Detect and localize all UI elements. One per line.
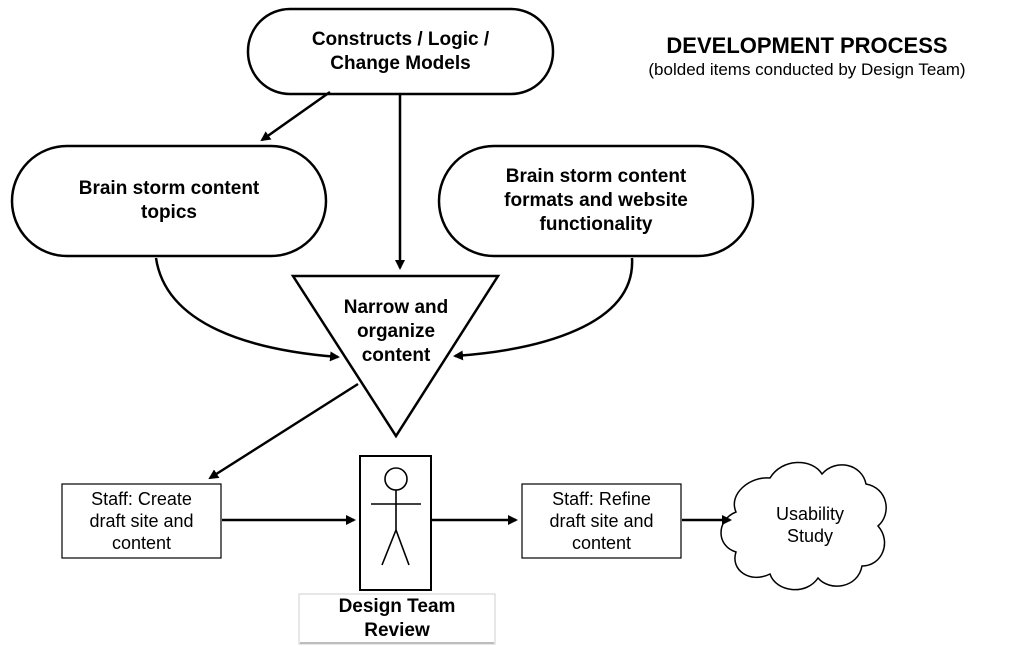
narrow-label: Narrow and organize content <box>343 297 449 366</box>
arrow-topics-to-narrow <box>154 257 340 362</box>
arrow-constructs-to-topics <box>260 90 331 142</box>
title-main: DEVELOPMENT PROCESS <box>666 33 948 58</box>
staff-refine-label: Staff: Refine draft site and content <box>549 489 654 553</box>
staff-refine-box <box>521 483 682 559</box>
person-icon <box>371 467 421 566</box>
staff-create-label: Staff: Create draft site and content <box>89 489 194 553</box>
topics-label: Brain storm content topics <box>78 178 260 223</box>
formats-node <box>437 144 755 258</box>
formats-label: Brain storm content formats and website … <box>504 166 688 235</box>
usability-label: Usability Study <box>775 504 845 546</box>
topics-node <box>10 144 328 258</box>
title-subtitle: (bolded items conducted by Design Team) <box>648 60 966 79</box>
design-review-label: Design Team Review <box>338 596 456 641</box>
usability-cloud <box>720 461 887 591</box>
arrow-formats-to-narrow <box>453 257 634 361</box>
constructs-label: Constructs / Logic / Change Models <box>311 28 490 74</box>
staff-create-box <box>61 483 222 559</box>
narrow-triangle <box>290 274 501 439</box>
review-label-panel <box>298 593 496 645</box>
diagram-title: DEVELOPMENT PROCESS (bolded items conduc… <box>600 32 1014 80</box>
arrow-narrow-to-staff-create <box>208 382 359 480</box>
